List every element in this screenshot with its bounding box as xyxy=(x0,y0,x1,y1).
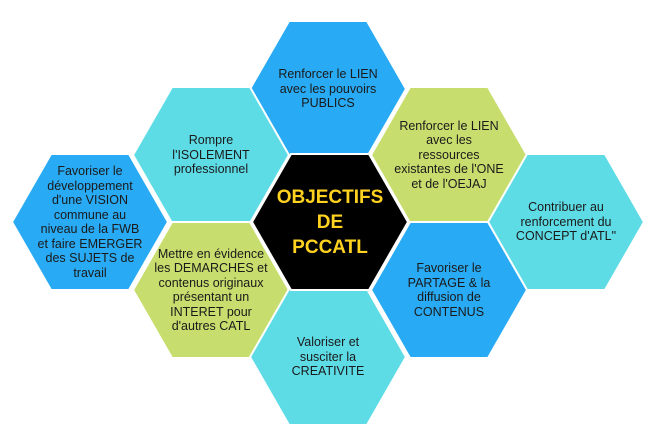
hexagon-partage xyxy=(369,221,529,359)
hexagon-center xyxy=(250,153,410,291)
hexagon-vision xyxy=(10,153,170,291)
hexagon-creativite xyxy=(248,288,408,426)
